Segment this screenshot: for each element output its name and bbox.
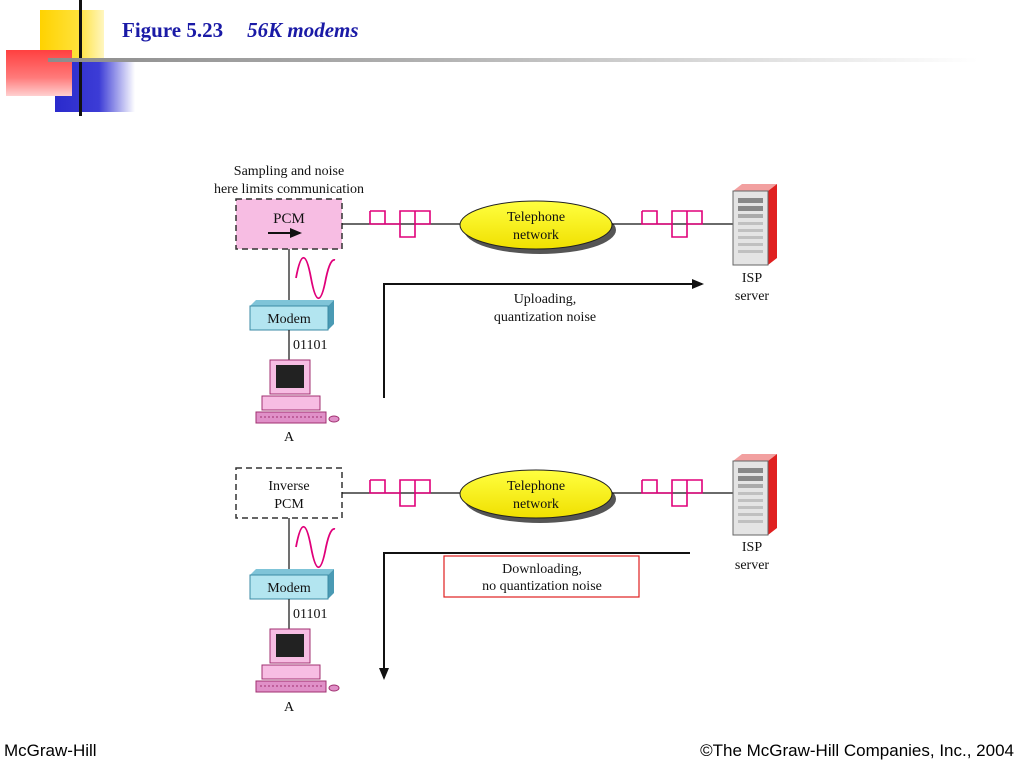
title-figure-name: 56K modems: [247, 18, 359, 42]
download-bits-label: 01101: [293, 607, 327, 622]
download-network-label-line2: network: [513, 497, 559, 512]
download-direction-arrow: [379, 552, 690, 680]
download-digital-signal-right-icon: [641, 479, 703, 507]
upload-direction-arrow: [383, 279, 704, 398]
download-modem-label: Modem: [267, 581, 311, 596]
download-isp-label-line1: ISP: [742, 540, 762, 555]
footer-copyright: ©The McGraw-Hill Companies, Inc., 2004: [700, 741, 1014, 760]
upload-digital-signal-right-icon: [641, 210, 703, 238]
download-isp-label-line2: server: [735, 558, 770, 573]
decor-red-block: [6, 50, 72, 96]
upload-isp-label-line2: server: [735, 289, 770, 304]
inverse-pcm-box: Inverse PCM: [235, 467, 343, 519]
upload-direction-label-line1: Uploading,: [514, 292, 577, 307]
footer-publisher: McGraw-Hill: [4, 741, 97, 760]
download-digital-signal-left-icon: [369, 479, 431, 507]
upload-digital-signal-left-icon: [369, 210, 431, 238]
download-network-label-line1: Telephone: [507, 479, 565, 494]
upload-isp-label-line1: ISP: [742, 271, 762, 286]
upload-section: Sampling and noise here limits communica…: [214, 164, 777, 445]
download-direction-label-line1: Downloading,: [502, 562, 582, 577]
pcm-label: PCM: [273, 211, 305, 227]
upload-note-line2: here limits communication: [214, 182, 364, 197]
upload-modem-box: Modem: [249, 300, 334, 331]
upload-note-line1: Sampling and noise: [234, 164, 344, 179]
upload-analog-signal-icon: [295, 256, 336, 300]
title-figure-number: Figure 5.23: [122, 18, 224, 42]
upload-computer-label: A: [284, 430, 295, 445]
upload-isp-server-icon: [732, 184, 777, 266]
upload-network-label-line1: Telephone: [507, 210, 565, 225]
download-section: Inverse PCM Telephone network ISP: [235, 454, 777, 715]
download-direction-label-line2: no quantization noise: [482, 579, 602, 594]
download-telephone-network: Telephone network: [459, 469, 616, 523]
inverse-pcm-label-line2: PCM: [274, 497, 304, 512]
download-isp-server-icon: [732, 454, 777, 536]
page-title: Figure 5.23 56K modems: [122, 18, 359, 43]
download-computer-label: A: [284, 700, 295, 715]
download-modem-box: Modem: [249, 569, 334, 600]
pcm-box: PCM: [235, 198, 343, 250]
download-direction-note: Downloading, no quantization noise: [443, 555, 640, 598]
title-rule: [48, 58, 978, 62]
inverse-pcm-label-line1: Inverse: [268, 479, 309, 494]
upload-telephone-network: Telephone network: [459, 200, 616, 254]
upload-computer-icon: [255, 359, 340, 424]
download-computer-icon: [255, 628, 340, 693]
upload-direction-label-line2: quantization noise: [494, 310, 596, 325]
upload-modem-label: Modem: [267, 312, 311, 327]
upload-network-label-line2: network: [513, 228, 559, 243]
upload-bits-label: 01101: [293, 338, 327, 353]
download-analog-signal-icon: [295, 525, 336, 569]
